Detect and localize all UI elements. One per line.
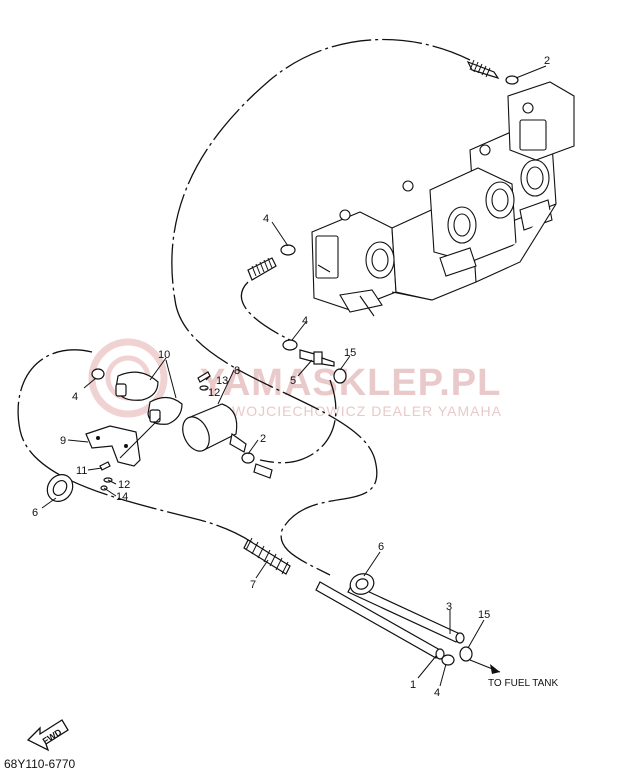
- filter-holder: [115, 371, 183, 425]
- fuel-tank-arrow: [469, 659, 501, 674]
- fuel-pipes: [315, 581, 465, 660]
- grommet-left: [46, 474, 74, 502]
- hose-clamp: [333, 368, 347, 384]
- callout-7: 7: [250, 579, 256, 591]
- hose-joint: [282, 339, 347, 384]
- callout-2-top: 2: [544, 55, 550, 67]
- grommet-right: [349, 573, 375, 595]
- callout-8: 8: [234, 365, 240, 377]
- leader-lines: [41, 65, 547, 687]
- callout-4-lower: 4: [434, 687, 440, 699]
- callout-12-upper: 12: [208, 387, 220, 399]
- hose-clamp-left: [91, 368, 105, 380]
- callout-6-right: 6: [378, 541, 384, 553]
- callout-6-left: 6: [32, 507, 38, 519]
- callout-13: 13: [216, 375, 228, 387]
- diagram-code: 68Y110-6770: [4, 757, 76, 771]
- callout-15-upper: 15: [344, 347, 356, 359]
- callout-9: 9: [60, 435, 66, 447]
- callout-12-lower: 12: [118, 479, 130, 491]
- hose-clamp: [280, 244, 296, 256]
- spiral-hose-upper: [247, 244, 296, 281]
- callout-4-upper: 4: [263, 213, 269, 225]
- hose-clamp: [505, 75, 519, 85]
- callout-4-left: 4: [72, 391, 78, 403]
- watermark: YAMASKLEP.PL WOJCIECHOWICZ DEALER YAMAHA: [88, 338, 502, 419]
- callout-14: 14: [116, 491, 128, 503]
- callout-5: 5: [290, 375, 296, 387]
- fuel-hose-loop: [17, 38, 471, 576]
- watermark-main: YAMASKLEP.PL: [200, 362, 501, 404]
- callouts: 2 4 4 5 15 10 13 12 4 8 2 9 11 12 14 6 7…: [32, 55, 550, 699]
- fwd-badge: FWD: [26, 719, 69, 752]
- callout-1: 1: [410, 679, 416, 691]
- callout-2-filter: 2: [260, 433, 266, 445]
- callout-10: 10: [158, 349, 170, 361]
- hose-clamp: [282, 339, 298, 351]
- watermark-sub: WOJCIECHOWICZ DEALER YAMAHA: [232, 403, 502, 419]
- hose-clamp: [241, 452, 255, 464]
- spiral-hose-lower: [243, 537, 291, 575]
- carburetor-assembly: [311, 59, 575, 317]
- callout-3: 3: [446, 601, 452, 613]
- top-fuel-hose: [466, 59, 519, 85]
- callout-15-lower: 15: [478, 609, 490, 621]
- callout-4-joint: 4: [302, 315, 308, 327]
- callout-11: 11: [76, 465, 87, 477]
- bracket: [85, 425, 141, 467]
- fuel-filter: [182, 403, 273, 479]
- pipe-clamps: [441, 646, 473, 666]
- to-fuel-tank-label: TO FUEL TANK: [488, 678, 559, 689]
